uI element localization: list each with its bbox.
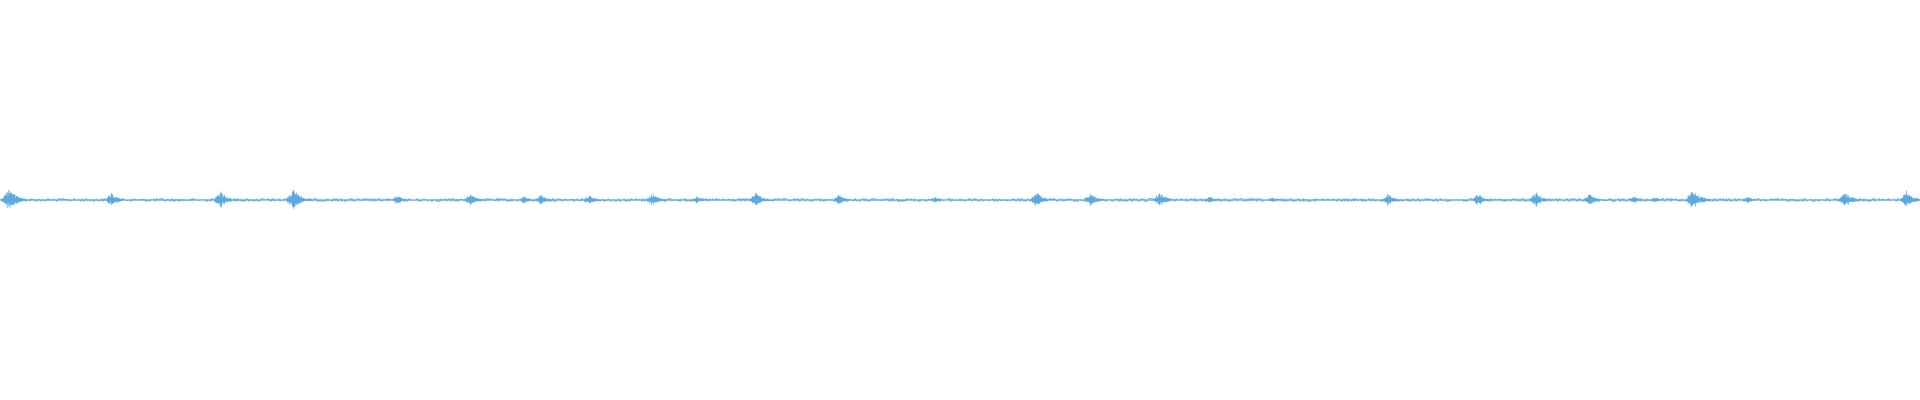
waveform-burst-stroke [463, 194, 491, 205]
waveform-burst-stroke [1583, 194, 1610, 205]
waveform-burst [463, 194, 491, 205]
waveform-burst [1583, 194, 1610, 205]
waveform-burst-stroke [1898, 190, 1920, 206]
waveform-trace [0, 197, 1920, 203]
waveform-burst [1898, 190, 1920, 206]
